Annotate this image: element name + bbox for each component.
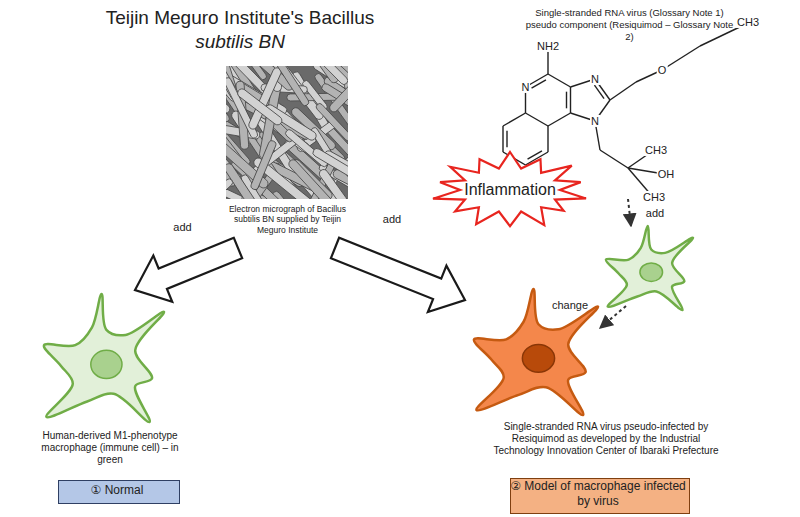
atom-label: N [590,73,600,85]
note-text: Single-stranded RNA virus (Glossary Note… [522,7,737,43]
macrophage-node: Single-stranded RNA virus pseudo-infecte… [465,280,725,475]
bacillus-rod [236,87,284,126]
caption-text: Electron micrograph of Bacillus subtilis… [220,204,355,235]
label-box: ② Model of macrophage infected by virus [510,478,690,514]
bacillus-rod [262,66,310,107]
double-bond [506,131,507,148]
box-label: ② Model of macrophage infected by virus [510,478,687,511]
atom-label: CH3 [642,191,666,203]
atom-label: O [657,64,668,76]
diagram-title: Teijin Meguro Institute's Bacillus subti… [100,6,380,54]
chemical-bond [570,87,571,113]
macrophage-body [474,289,598,415]
macrophage-node: Human-derived M1-phenotype macrophage (i… [40,290,180,470]
chemical-bond [547,50,548,74]
macrophage-nucleus [91,350,122,378]
electron-micrograph [226,66,348,199]
bacillus-rod [250,140,277,191]
macrophage-cell [606,226,693,310]
macrophage-body [606,226,693,310]
chemical-bond [502,126,503,152]
atom-label: NH2 [536,40,560,52]
arrow-label: change [552,299,588,311]
chemical-bond [548,113,571,126]
atom-label: N [590,115,600,127]
macrophage-nucleus [640,263,663,281]
double-bond [528,151,542,159]
chemical-bond [547,126,548,152]
chemical-bond [548,74,571,87]
arrow-label: add [646,207,664,219]
chemical-bond [662,46,700,70]
inflammation-burst: Inflammation [430,150,590,230]
bacillus-rod [264,103,318,142]
double-bond [594,85,604,98]
arrow-label: add [173,221,191,233]
micrograph-panel: Electron micrograph of Bacillus subtilis… [220,66,355,248]
bacillus-rod [287,158,345,199]
burst-label: Inflammation [430,150,590,230]
double-bond [532,80,546,88]
bacillus-rod [226,178,239,199]
macrophage-nucleus [522,344,554,372]
atom-label: OH [657,168,676,180]
chemical-bond [610,82,636,100]
caption-text: Single-stranded RNA virus pseudo-infecte… [487,421,725,458]
bacillus-rod [226,178,234,199]
block-arrow [135,238,242,302]
block-arrow [331,238,465,312]
chemical-bond [600,150,628,168]
macrophage-cell [40,290,168,426]
macrophage-body [44,294,164,422]
atom-label: CH3 [644,144,668,156]
chemical-bond [503,113,526,126]
atom-label: N [521,81,531,93]
double-bond [566,92,567,109]
bacillus-rod [328,66,348,114]
box-label: ① Normal [58,480,177,501]
atom-label: CH3 [736,16,760,28]
chemical-bond [526,113,549,126]
caption-text: Human-derived M1-phenotype macrophage (i… [40,430,180,467]
bacillus-rod [300,66,348,86]
arrow-label: add [383,213,401,225]
dotted-arrow [600,306,626,328]
label-box: ① Normal [58,480,180,504]
dotted-arrow [628,199,631,226]
